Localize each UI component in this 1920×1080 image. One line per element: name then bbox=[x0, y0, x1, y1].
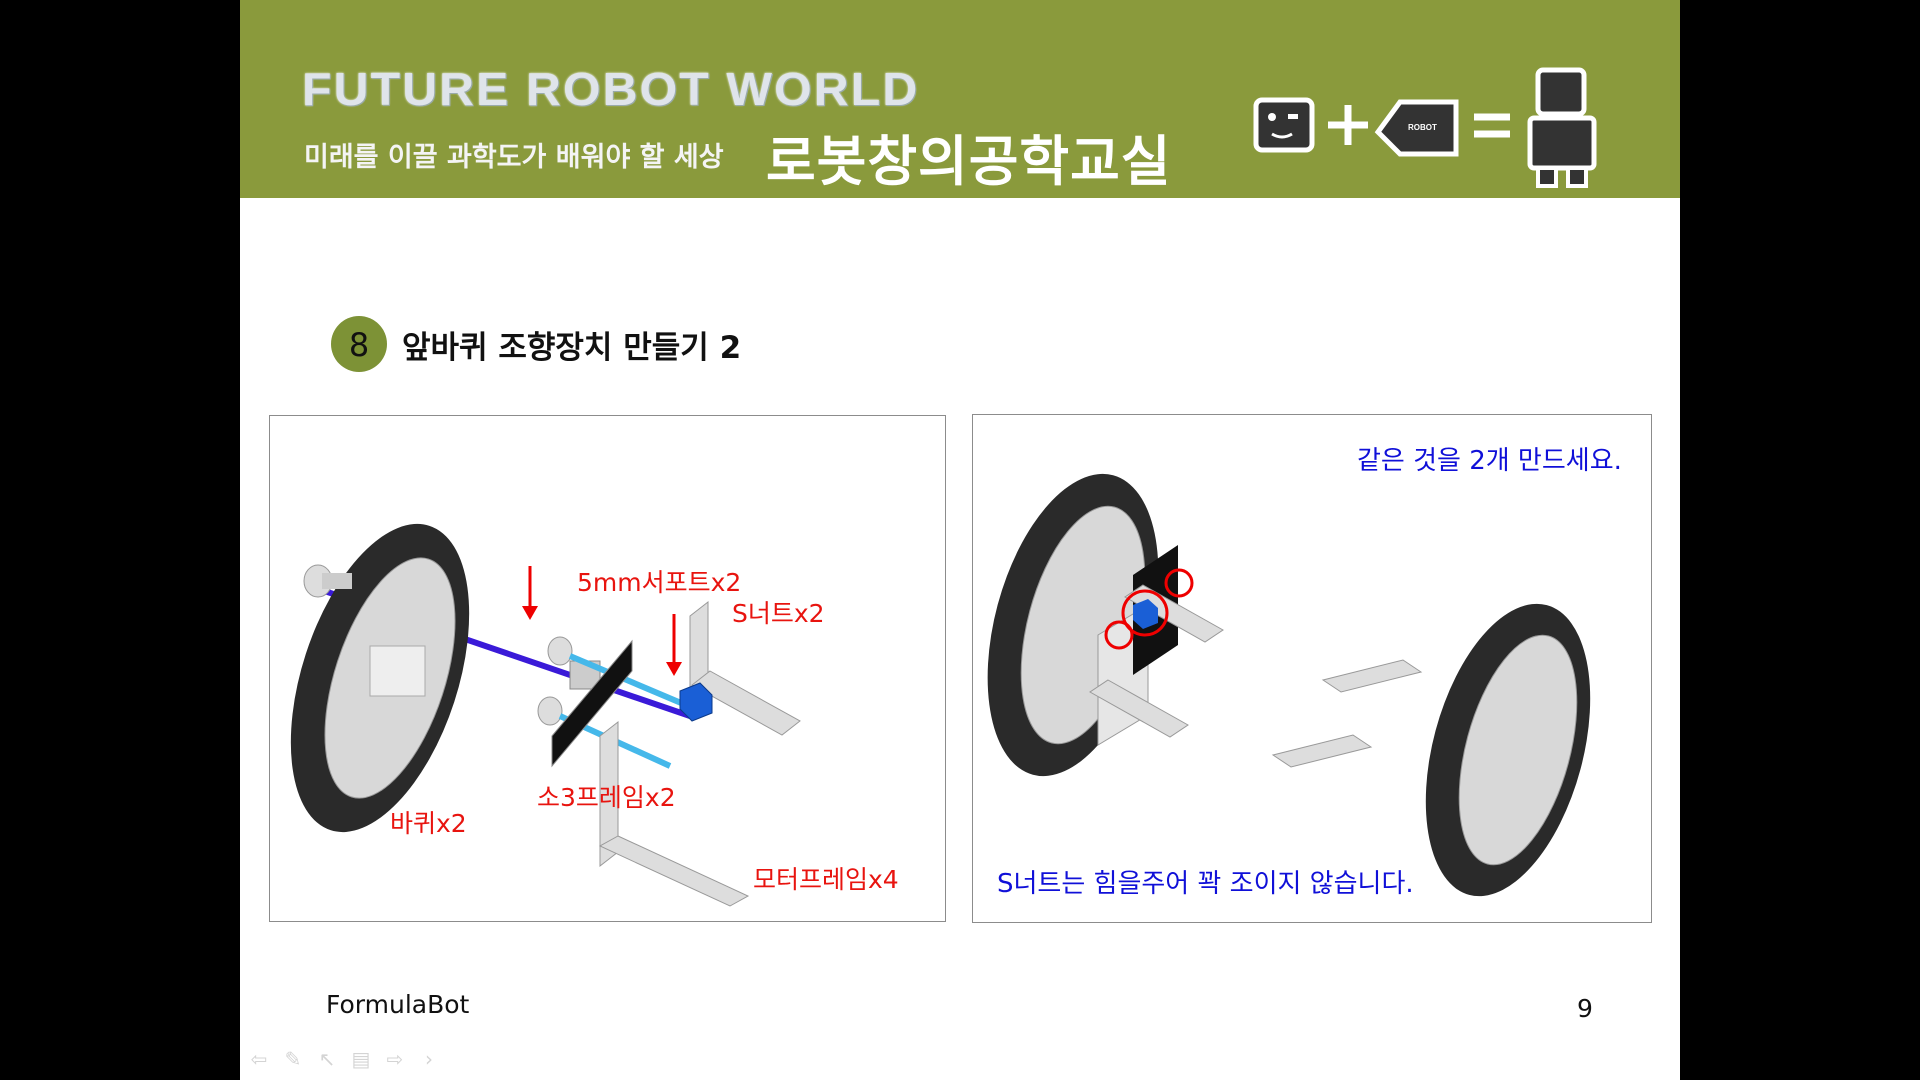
label-wheel: 바퀴x2 bbox=[390, 809, 467, 838]
note-snut-tightening: S너트는 힘을주어 꽉 조이지 않습니다. bbox=[997, 869, 1414, 899]
class-name: 로봇창의공학교실 bbox=[766, 130, 1172, 193]
assembled-figure: 같은 것을 2개 만드세요. S너트는 힘을주어 꽉 조이지 않습니다. bbox=[972, 414, 1652, 923]
previous-slide-icon[interactable]: ⇦ bbox=[250, 1047, 268, 1071]
svg-text:ROBOT: ROBOT bbox=[1408, 123, 1437, 132]
exploded-assembly-figure: 5mm서포트x2 S너트x2 소3프레임x2 바퀴x2 모터프레임x4 bbox=[269, 415, 946, 922]
exploded-parts-illustration bbox=[290, 523, 801, 907]
label-small3-frame: 소3프레임x2 bbox=[537, 783, 676, 812]
slideshow-toolbar: ⇦ ✎ ↖ ▤ ⇨ › bbox=[248, 1048, 440, 1070]
label-5mm-support: 5mm서포트x2 bbox=[577, 568, 742, 597]
more-options-chevron-icon[interactable]: › bbox=[425, 1047, 433, 1071]
label-motor-frame: 모터프레임x4 bbox=[753, 865, 899, 894]
step-number-badge: 8 bbox=[331, 316, 387, 372]
brand-subtitle: 미래를 이끌 과학도가 배워야 할 세상 bbox=[304, 142, 724, 173]
brand-title: FUTURE ROBOT WORLD bbox=[302, 63, 920, 115]
slide: FUTURE ROBOT WORLD 미래를 이끌 과학도가 배워야 할 세상 … bbox=[240, 0, 1680, 1080]
pen-icon[interactable]: ✎ bbox=[284, 1047, 302, 1071]
note-make-two: 같은 것을 2개 만드세요. bbox=[1357, 446, 1622, 476]
next-slide-icon[interactable]: ⇨ bbox=[386, 1047, 404, 1071]
step-title: 앞바퀴 조향장치 만들기 2 bbox=[402, 330, 742, 366]
slide-menu-icon[interactable]: ▤ bbox=[351, 1047, 371, 1071]
robot-logo-icon: ROBOT bbox=[1253, 67, 1597, 188]
assembled-wheels-illustration bbox=[987, 473, 1591, 897]
pointer-icon[interactable]: ↖ bbox=[318, 1047, 336, 1071]
footer-title: FormulaBot bbox=[326, 990, 470, 1019]
page-number: 9 bbox=[1577, 994, 1593, 1023]
label-s-nut: S너트x2 bbox=[732, 599, 825, 628]
header-banner: FUTURE ROBOT WORLD 미래를 이끌 과학도가 배워야 할 세상 … bbox=[240, 0, 1680, 198]
